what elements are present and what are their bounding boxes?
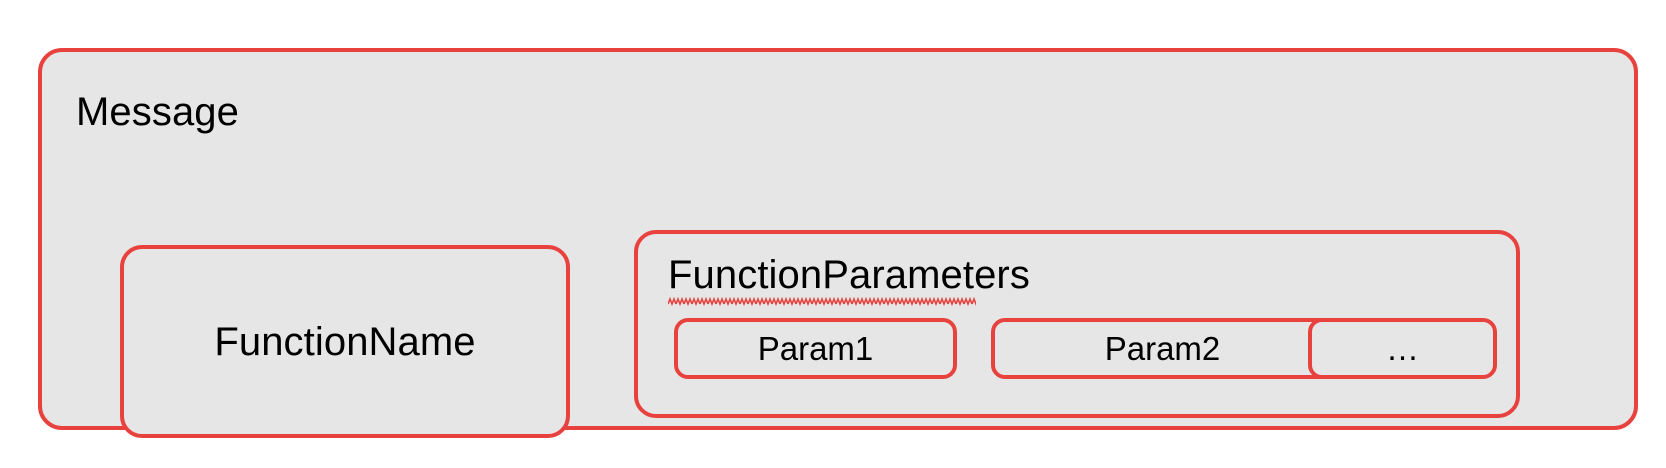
message-label: Message <box>76 90 240 134</box>
param-box[interactable]: Param2 <box>991 318 1334 379</box>
function-name-box[interactable]: FunctionName <box>120 245 570 438</box>
param-box[interactable]: Param1 <box>674 318 957 379</box>
function-parameters-box[interactable]: FunctionParameters Param1 Param2 … <box>634 230 1520 418</box>
param-box-ellipsis[interactable]: … <box>1308 318 1497 379</box>
param-label: Param2 <box>1104 330 1221 367</box>
function-parameters-label: FunctionParameters <box>668 253 1030 297</box>
param-label: Param1 <box>757 330 874 367</box>
spellcheck-squiggle-underline-icon <box>668 297 976 306</box>
function-name-label: FunctionName <box>214 319 476 364</box>
param-label: … <box>1386 330 1419 367</box>
message-box[interactable]: Message FunctionName FunctionParameters … <box>38 48 1638 438</box>
